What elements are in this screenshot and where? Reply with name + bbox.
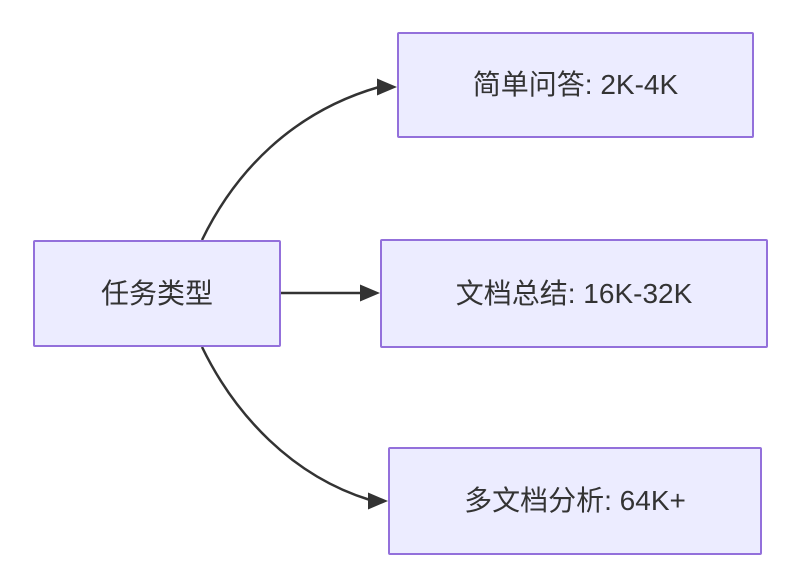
arrowhead-icon (377, 78, 397, 96)
edge-curve-down (200, 346, 371, 502)
edge-task-type-to-simple-qa (200, 78, 397, 241)
arrowhead-icon (368, 492, 388, 510)
node-task-type-label: 任务类型 (100, 277, 213, 309)
node-multi-doc-label: 多文档分析: 64K+ (464, 485, 686, 517)
node-doc-summary-label: 文档总结: 16K-32K (455, 277, 693, 309)
node-doc-summary: 文档总结: 16K-32K (380, 239, 768, 348)
edge-task-type-to-multi-doc (200, 346, 388, 510)
node-task-type: 任务类型 (33, 240, 281, 347)
edge-curve-up (200, 85, 380, 241)
edge-task-type-to-doc-summary (281, 284, 380, 302)
arrowhead-icon (360, 284, 380, 302)
node-simple-qa-label: 简单问答: 2K-4K (472, 69, 679, 101)
node-multi-doc: 多文档分析: 64K+ (388, 447, 762, 555)
node-simple-qa: 简单问答: 2K-4K (397, 32, 754, 138)
